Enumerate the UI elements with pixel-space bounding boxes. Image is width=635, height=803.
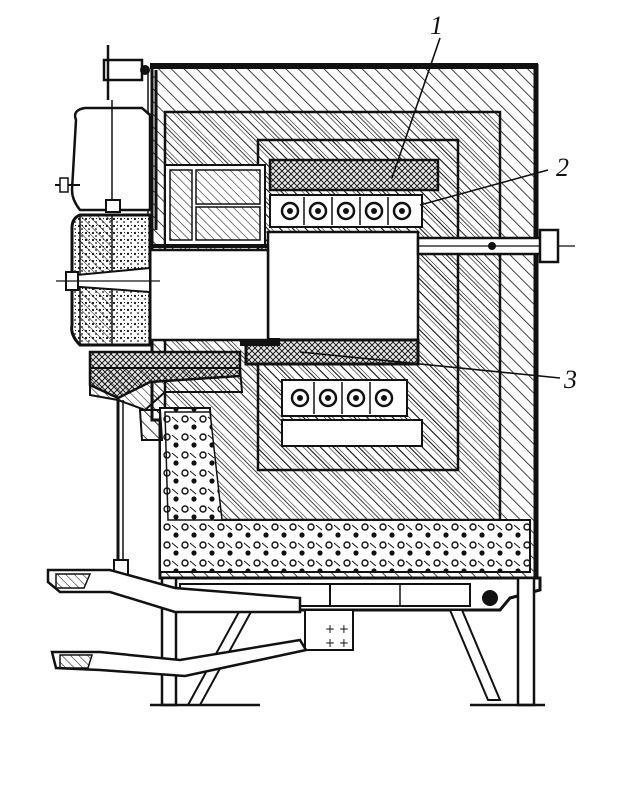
callouts: 1 2 3 xyxy=(299,11,577,394)
label-1: 1 xyxy=(430,11,443,40)
working-space xyxy=(266,230,420,344)
heating-element-icon xyxy=(280,201,300,221)
leader-3 xyxy=(299,351,561,379)
door-assembly xyxy=(55,45,160,579)
heating-element-icon xyxy=(346,388,366,408)
heating-element-icon xyxy=(336,201,356,221)
heating-element-icon xyxy=(374,388,394,408)
door-top-bracket xyxy=(102,58,144,82)
thermocouple xyxy=(416,228,575,264)
bottom-insulation-band xyxy=(159,407,531,573)
leader-1 xyxy=(391,37,441,179)
door-housing xyxy=(70,106,152,212)
heating-chamber xyxy=(240,158,440,447)
svg-text:+ +: + + xyxy=(325,622,349,636)
heating-element-icon xyxy=(318,388,338,408)
label-3: 3 xyxy=(563,365,577,394)
door-lever xyxy=(46,568,302,614)
label-2: 2 xyxy=(556,153,569,182)
leader-2 xyxy=(419,169,549,206)
heating-element-icon xyxy=(392,201,412,221)
heating-element-icon xyxy=(308,201,328,221)
bolt-icon xyxy=(482,590,498,606)
upper-brick-block xyxy=(164,164,266,246)
base-frame: + + + + xyxy=(46,568,545,707)
upper-heating-elements xyxy=(280,197,412,225)
charging-opening xyxy=(148,248,270,342)
upper-heater-screen xyxy=(268,158,440,192)
burner-icon xyxy=(56,266,160,294)
front-opening xyxy=(88,244,270,441)
heating-element-icon xyxy=(290,388,310,408)
rear-leg xyxy=(516,576,536,707)
side-insulation-band xyxy=(164,411,223,521)
heating-element-icon xyxy=(364,201,384,221)
lower-heating-elements xyxy=(290,382,394,414)
svg-text:+ +: + + xyxy=(325,636,349,650)
